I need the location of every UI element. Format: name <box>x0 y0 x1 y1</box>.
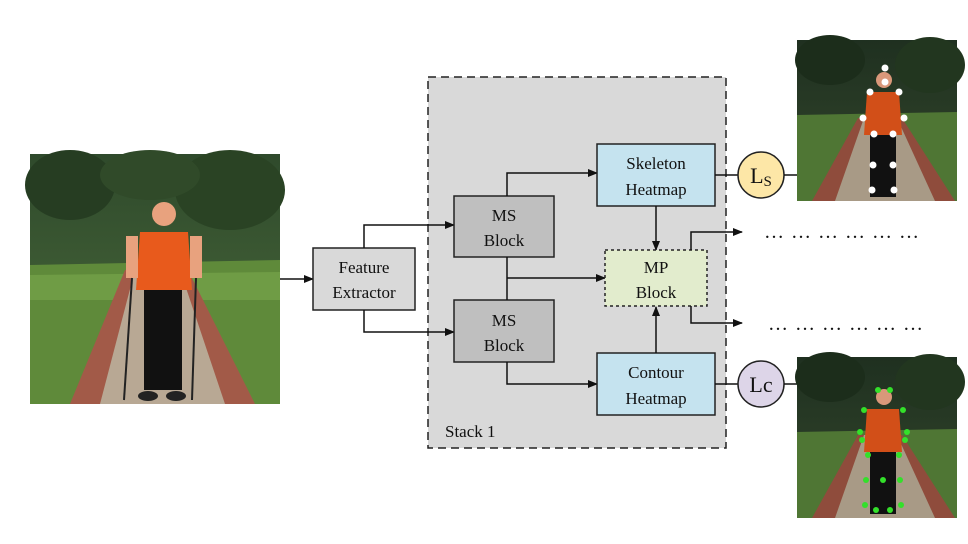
mp-block: MP Block <box>604 249 708 307</box>
continuation-dots-top: … … … … … … <box>764 221 920 243</box>
loss-skeleton-main: L <box>750 163 763 188</box>
input-person-photo <box>25 150 285 404</box>
skeleton-heatmap-box: Skeleton Heatmap <box>596 143 716 207</box>
feature-extractor-line1: Feature <box>339 258 390 277</box>
loss-contour-circle: Lc <box>737 360 785 408</box>
skeleton-heatmap-line2: Heatmap <box>625 180 686 199</box>
contour-heatmap-line2: Heatmap <box>625 389 686 408</box>
loss-contour-label: Lc <box>749 372 772 397</box>
skeleton-output-photo <box>795 35 965 201</box>
ms-block-bottom-line2: Block <box>484 336 525 355</box>
mp-block-line1: MP <box>644 258 669 277</box>
arrow-mp-output-top <box>690 228 743 250</box>
ms-block-top-line2: Block <box>484 231 525 250</box>
arrow-extractor-to-ms-bottom <box>363 310 455 336</box>
contour-heatmap-line1: Contour <box>628 363 684 382</box>
feature-extractor-box: Feature Extractor <box>312 247 416 311</box>
arrow-ms-top-to-skeleton <box>506 169 598 196</box>
mp-block-line2: Block <box>636 283 677 302</box>
ms-block-top-line1: MS <box>492 206 517 225</box>
continuation-dots-bottom: … … … … … … <box>768 313 924 335</box>
stack-label: Stack 1 <box>445 422 496 441</box>
skeleton-heatmap-line1: Skeleton <box>626 154 686 173</box>
ms-block-top: MS Block <box>453 195 555 258</box>
contour-output-photo <box>795 352 965 518</box>
loss-skeleton-circle: LS <box>737 151 785 199</box>
arrow-ms-bottom-to-contour <box>506 362 598 388</box>
svg-text:LS: LS <box>750 163 772 190</box>
contour-heatmap-box: Contour Heatmap <box>596 352 716 416</box>
arrow-extractor-to-ms-top <box>363 221 455 248</box>
feature-extractor-line2: Extractor <box>332 283 396 302</box>
arrow-mp-output-bottom <box>690 306 743 327</box>
ms-block-bottom: MS Block <box>453 299 555 363</box>
ms-block-bottom-line1: MS <box>492 311 517 330</box>
loss-skeleton-sub: S <box>764 174 772 190</box>
